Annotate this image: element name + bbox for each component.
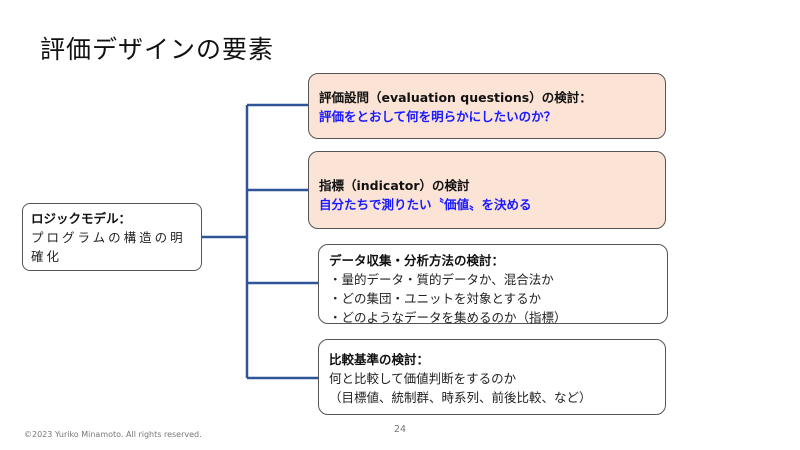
- copyright-footer: ©2023 Yuriko Minamoto. All rights reserv…: [24, 430, 202, 439]
- box-heading: データ収集・分析方法の検討：: [329, 253, 505, 268]
- logic-model-description: プログラムの構造の明確化: [31, 230, 186, 264]
- evaluation-questions-box: 評価設問（evaluation questions）の検討： 評価をとおして何を…: [308, 73, 666, 139]
- box-line: 自分たちで測りたい〝価値〟を決める: [319, 197, 532, 212]
- slide-title: 評価デザインの要素: [40, 35, 275, 64]
- box-heading: 比較基準の検討：: [329, 352, 430, 367]
- box-heading: 指標（indicator）の検討: [319, 178, 470, 193]
- box-line: ・どのようなデータを集めるのか（指標）: [329, 310, 567, 325]
- box-line: （目標値、統制群、時系列、前後比較、など）: [329, 390, 592, 405]
- data-collection-method-box: データ収集・分析方法の検討： ・量的データ・質的データか、混合法か ・どの集団・…: [318, 244, 668, 325]
- comparison-standard-box: 比較基準の検討： 何と比較して価値判断をするのか （目標値、統制群、時系列、前後…: [318, 339, 666, 415]
- box-line: ・量的データ・質的データか、混合法か: [329, 272, 554, 287]
- box-line: 何と比較して価値判断をするのか: [329, 371, 517, 386]
- box-line: 評価をとおして何を明らかにしたいのか？: [319, 109, 557, 124]
- logic-model-box: ロジックモデル： プログラムの構造の明確化: [22, 203, 202, 271]
- box-line: ・どの集団・ユニットを対象とするか: [329, 291, 542, 306]
- box-heading: 評価設問（evaluation questions）の検討：: [319, 90, 592, 105]
- indicator-box: 指標（indicator）の検討 自分たちで測りたい〝価値〟を決める: [308, 151, 666, 229]
- logic-model-label: ロジックモデル：: [31, 211, 132, 226]
- page-number: 24: [394, 424, 407, 435]
